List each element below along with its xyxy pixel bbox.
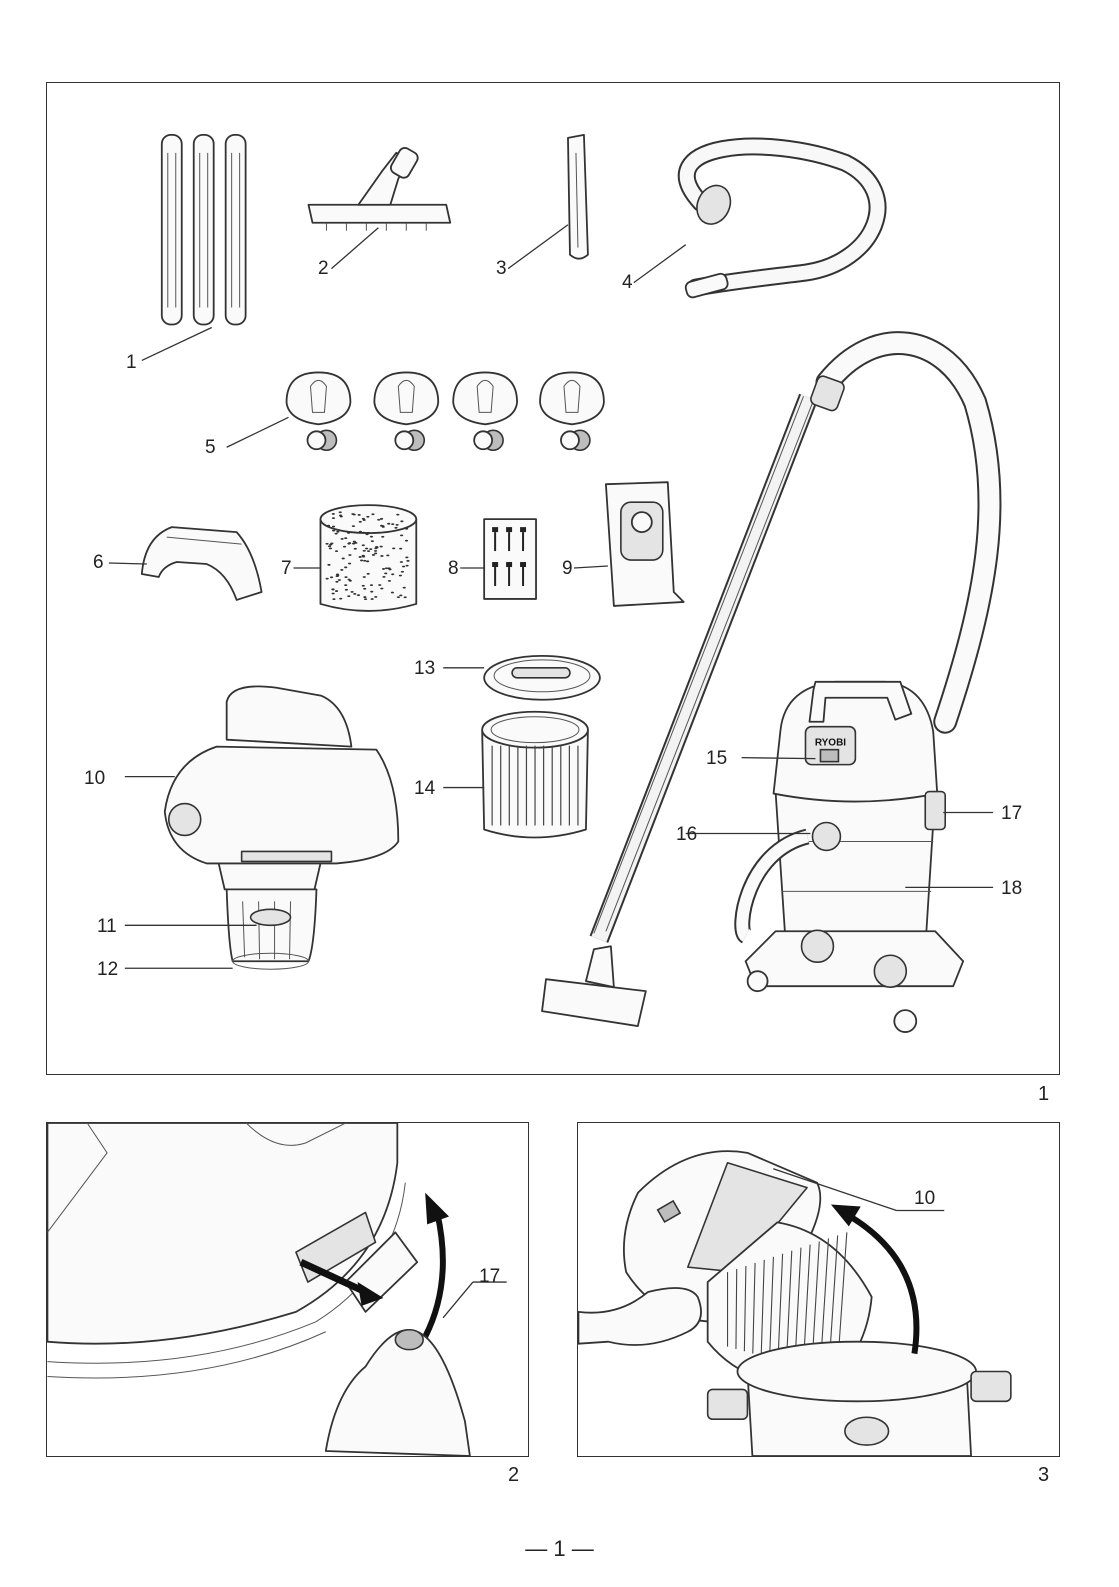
- filter-lid-drawing: [484, 656, 600, 700]
- figure-number-2: 2: [508, 1464, 519, 1487]
- callout-11: 11: [97, 917, 117, 937]
- figure-1-parts-overview: RYOBI 1 2 3 4 5 6 7 8 9 10 11 12 13 14 1…: [46, 82, 1060, 1075]
- crevice-tool-drawing: [568, 135, 588, 259]
- callout-18: 18: [1001, 879, 1022, 899]
- callout-17-fig2: 17: [479, 1267, 500, 1287]
- callout-10: 10: [84, 769, 105, 789]
- cartridge-filter-drawing: [482, 712, 588, 838]
- figure-2-illustration: [47, 1123, 528, 1456]
- assembled-vacuum-drawing: RYOBI: [542, 343, 990, 1032]
- callout-13: 13: [414, 659, 435, 679]
- callout-14: 14: [414, 779, 435, 799]
- figure-1-illustration: RYOBI: [47, 83, 1059, 1074]
- carry-handle-drawing: [142, 527, 262, 600]
- callout-15: 15: [706, 749, 727, 769]
- callout-4: 4: [622, 273, 633, 293]
- castor-wheels-drawing: [287, 372, 604, 450]
- callout-2: 2: [318, 259, 329, 279]
- callout-8: 8: [448, 559, 459, 579]
- callout-9: 9: [562, 559, 573, 579]
- floor-nozzle-drawing: [308, 146, 450, 231]
- callout-5: 5: [205, 438, 216, 458]
- callout-6: 6: [93, 553, 104, 573]
- extension-tubes-drawing: [162, 135, 246, 325]
- figure-number-1: 1: [1038, 1083, 1049, 1106]
- figure-2-release-latch: 17: [46, 1122, 529, 1457]
- svg-text:RYOBI: RYOBI: [815, 738, 846, 749]
- callout-17: 17: [1001, 804, 1022, 824]
- dust-bag-drawing: [606, 482, 684, 606]
- hose-drawing: [684, 146, 877, 298]
- figure-3-remove-motor-head: 10: [577, 1122, 1060, 1457]
- screws-drawing: [484, 519, 536, 599]
- figure-3-illustration: [578, 1123, 1059, 1456]
- callout-7: 7: [281, 559, 292, 579]
- motor-head-drawing: [165, 686, 399, 969]
- figure-number-3: 3: [1038, 1464, 1049, 1487]
- callout-3: 3: [496, 259, 507, 279]
- callout-1: 1: [126, 353, 137, 373]
- callout-10-fig3: 10: [914, 1189, 935, 1209]
- callout-12: 12: [97, 960, 118, 980]
- page-number: — 1 —: [0, 1536, 1119, 1562]
- callout-16: 16: [676, 825, 697, 845]
